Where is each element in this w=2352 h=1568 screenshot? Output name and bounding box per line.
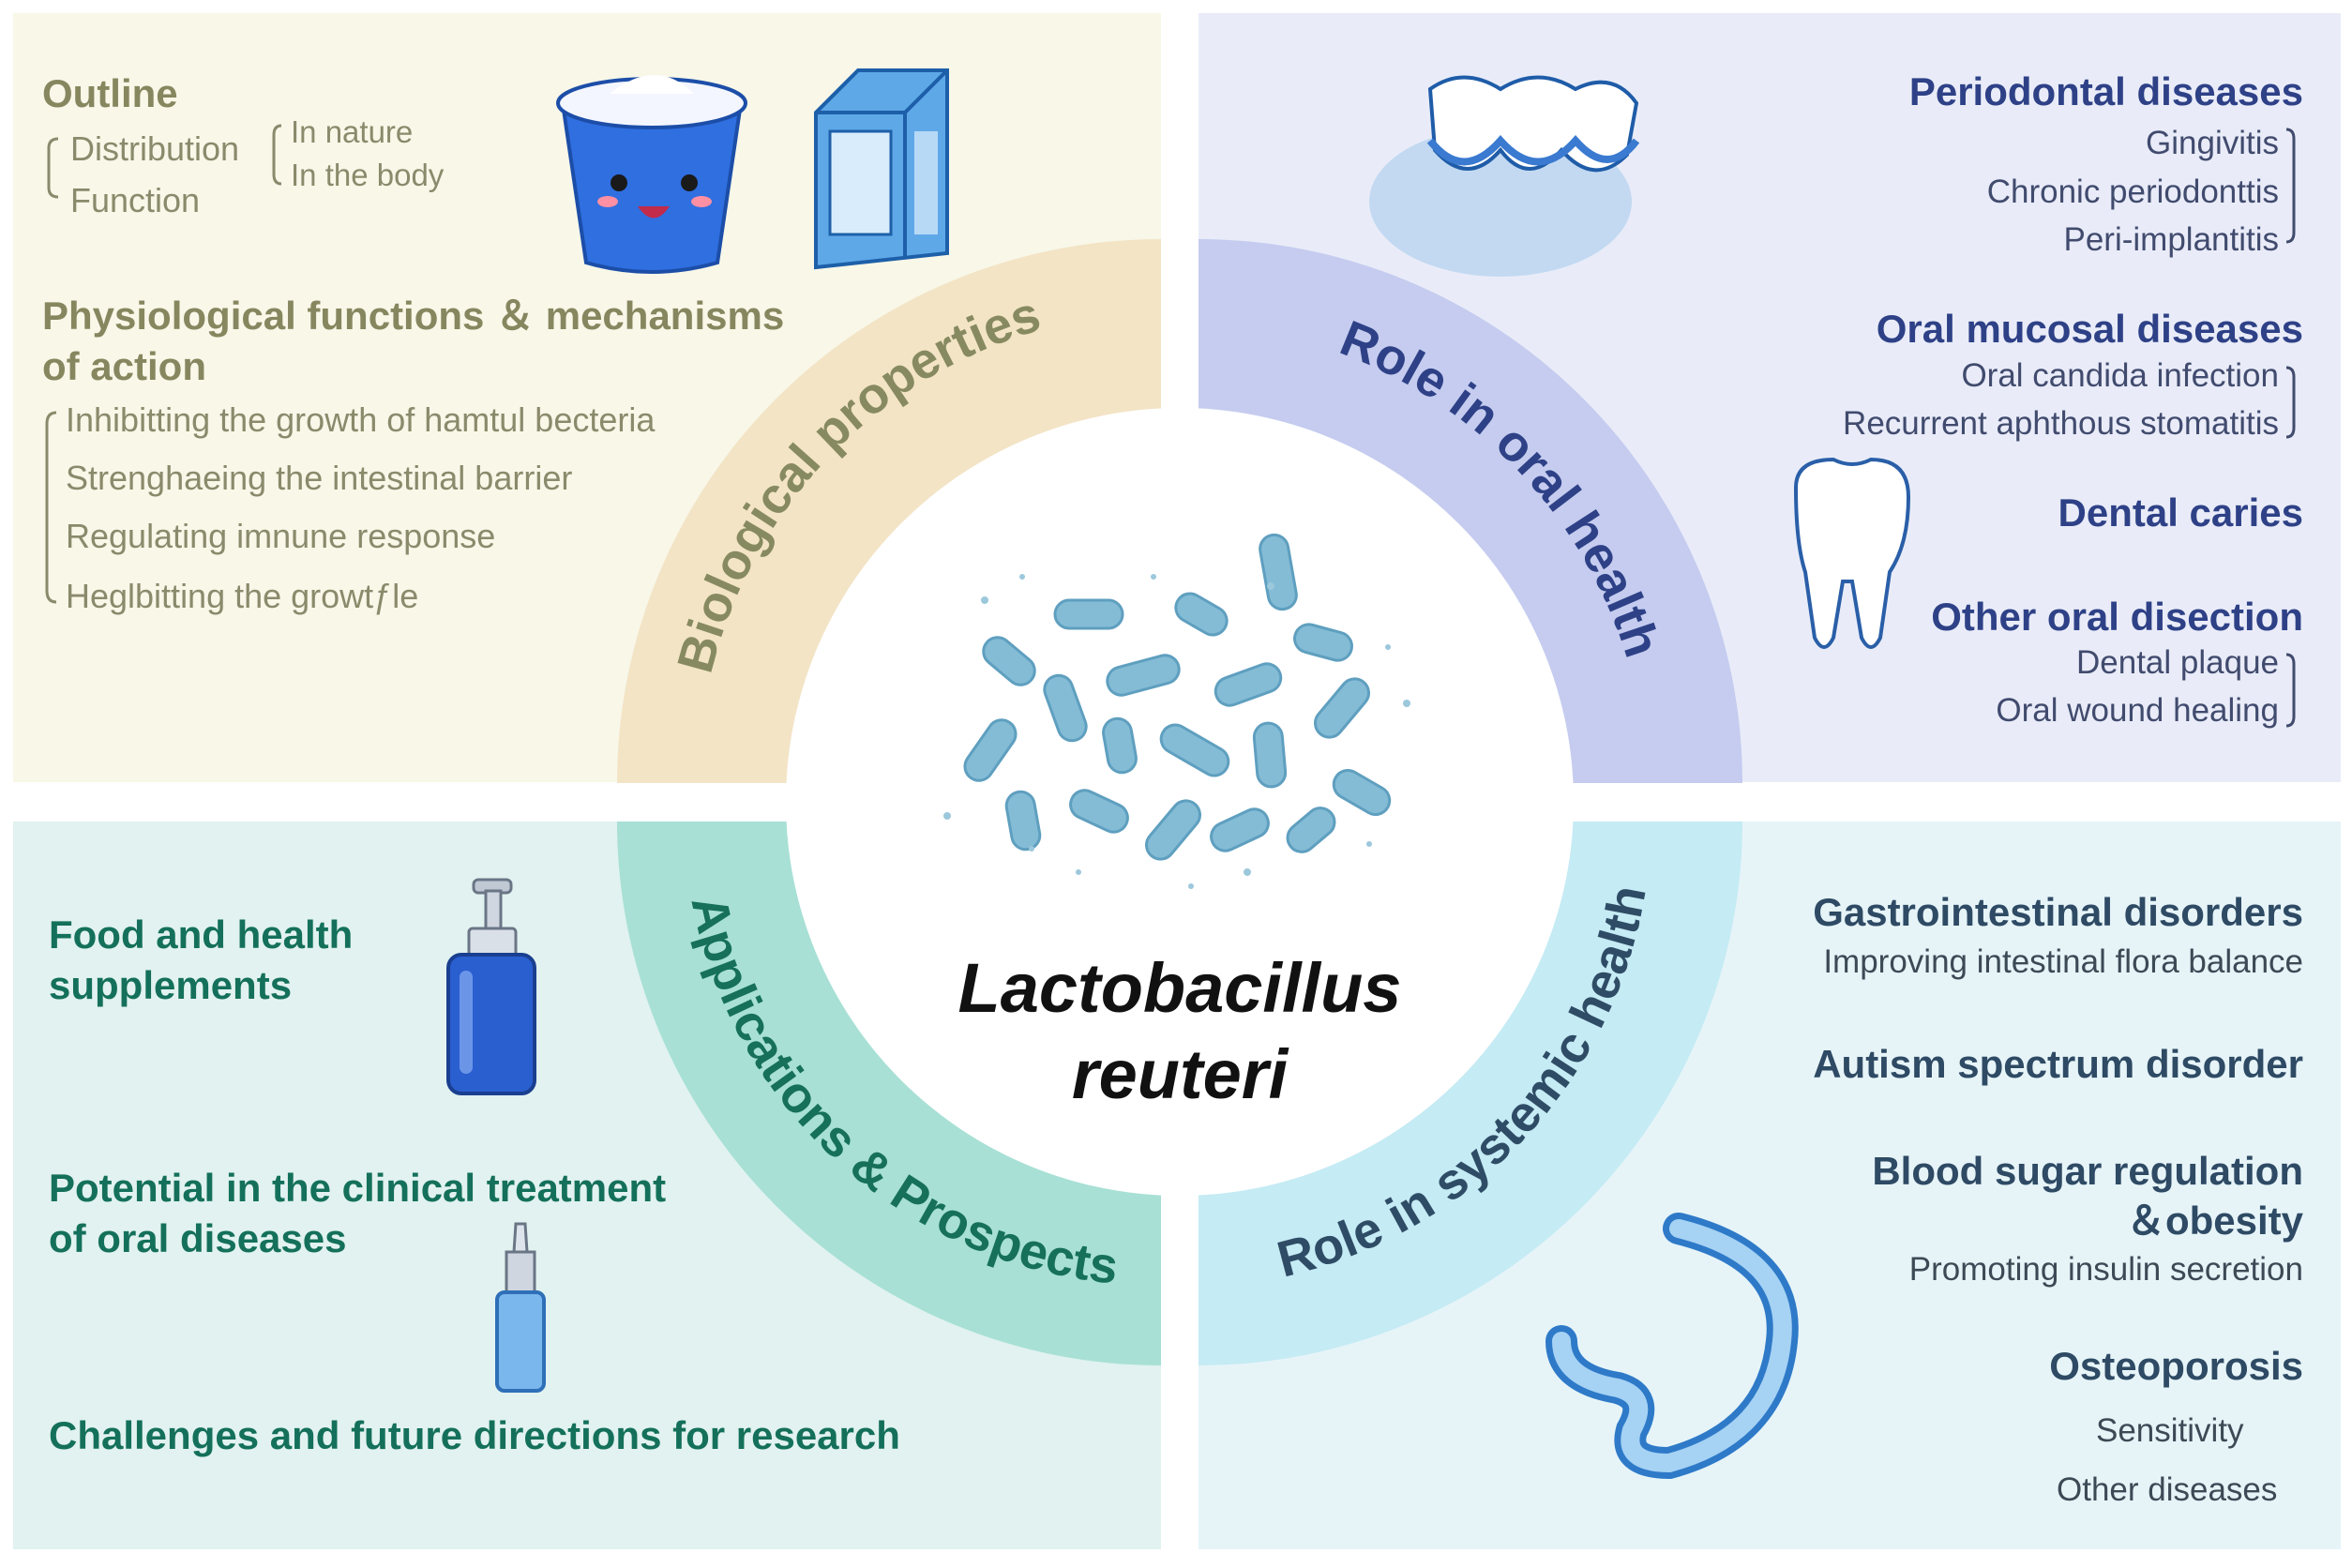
bacteria-icon: [963, 533, 1392, 861]
other-oral-item-1: Dental plaque: [2076, 644, 2279, 681]
outline-function: Function: [70, 181, 201, 219]
physiological-title-line1: Physiological functions ＆ mechanisms: [42, 294, 785, 338]
blood-sugar-title-line1: Blood sugar regulation: [1872, 1149, 2303, 1193]
gi-disorders-title: Gastrointestinal disorders: [1813, 890, 2303, 934]
milk-carton-icon: [814, 68, 949, 270]
dental-caries-title: Dental caries: [2058, 490, 2303, 535]
mucosal-item-2: Recurrent aphthous stomatitis: [1843, 405, 2279, 442]
tooth-icon: [1793, 457, 1911, 649]
other-oral-title: Other oral disection: [1931, 595, 2303, 639]
physiological-item-1: Inhibitting the growth of hamtul becteri…: [66, 400, 656, 439]
periodontal-item-2: Chronic periodonttis: [1986, 173, 2279, 210]
food-supplements-line1: Food and health: [49, 912, 354, 957]
center-title-line2: reuteri: [1071, 1035, 1289, 1113]
food-supplements-line2: supplements: [49, 963, 293, 1007]
physiological-item-2: Strenghaeing the intestinal barrier: [66, 459, 573, 497]
physiological-item-3: Regulating imnune response: [66, 517, 496, 555]
osteoporosis-title: Osteoporosis: [2049, 1344, 2303, 1388]
gi-disorders-sub: Improving intestinal flora balance: [1823, 943, 2303, 980]
periodontal-item-1: Gingivitis: [2146, 125, 2279, 161]
outline-in-nature: In nature: [291, 114, 414, 149]
challenges-text: Challenges and future directions for res…: [49, 1413, 900, 1457]
mucosal-title: Oral mucosal diseases: [1876, 307, 2303, 351]
center-title-line1: Lactobacillus: [957, 949, 1402, 1027]
blood-sugar-title-line2: ＆obesity: [2125, 1199, 2303, 1243]
outline-distribution: Distribution: [70, 129, 240, 168]
osteoporosis-item-2: Other diseases: [2057, 1471, 2278, 1508]
osteoporosis-item-1: Sensitivity: [2096, 1412, 2244, 1449]
physiological-item-4: Heglbitting the growtƒle: [66, 577, 419, 615]
outline-in-body: In the body: [291, 158, 445, 192]
mucosal-item-1: Oral candida infection: [1961, 357, 2279, 394]
outline-title: Outline: [42, 71, 178, 115]
other-oral-item-2: Oral wound healing: [1996, 692, 2279, 729]
clinical-treatment-line1: Potential in the clinical treatment: [49, 1166, 667, 1210]
teeth-gums-icon: [1369, 75, 1640, 277]
blood-sugar-sub: Promoting insulin secretion: [1908, 1251, 2303, 1288]
pump-bottle-icon: [446, 878, 536, 1095]
autism-title: Autism spectrum disorder: [1813, 1042, 2303, 1086]
clinical-treatment-line2: of oral diseases: [49, 1216, 347, 1260]
intestine-icon: [1545, 1213, 1799, 1480]
periodontal-item-3: Peri-implantitis: [2063, 221, 2280, 258]
dropper-bottle-icon: [495, 1222, 546, 1393]
yogurt-cup-icon: [556, 75, 747, 274]
periodontal-title: Periodontal diseases: [1908, 69, 2303, 113]
physiological-title-line2: of action: [42, 344, 206, 388]
